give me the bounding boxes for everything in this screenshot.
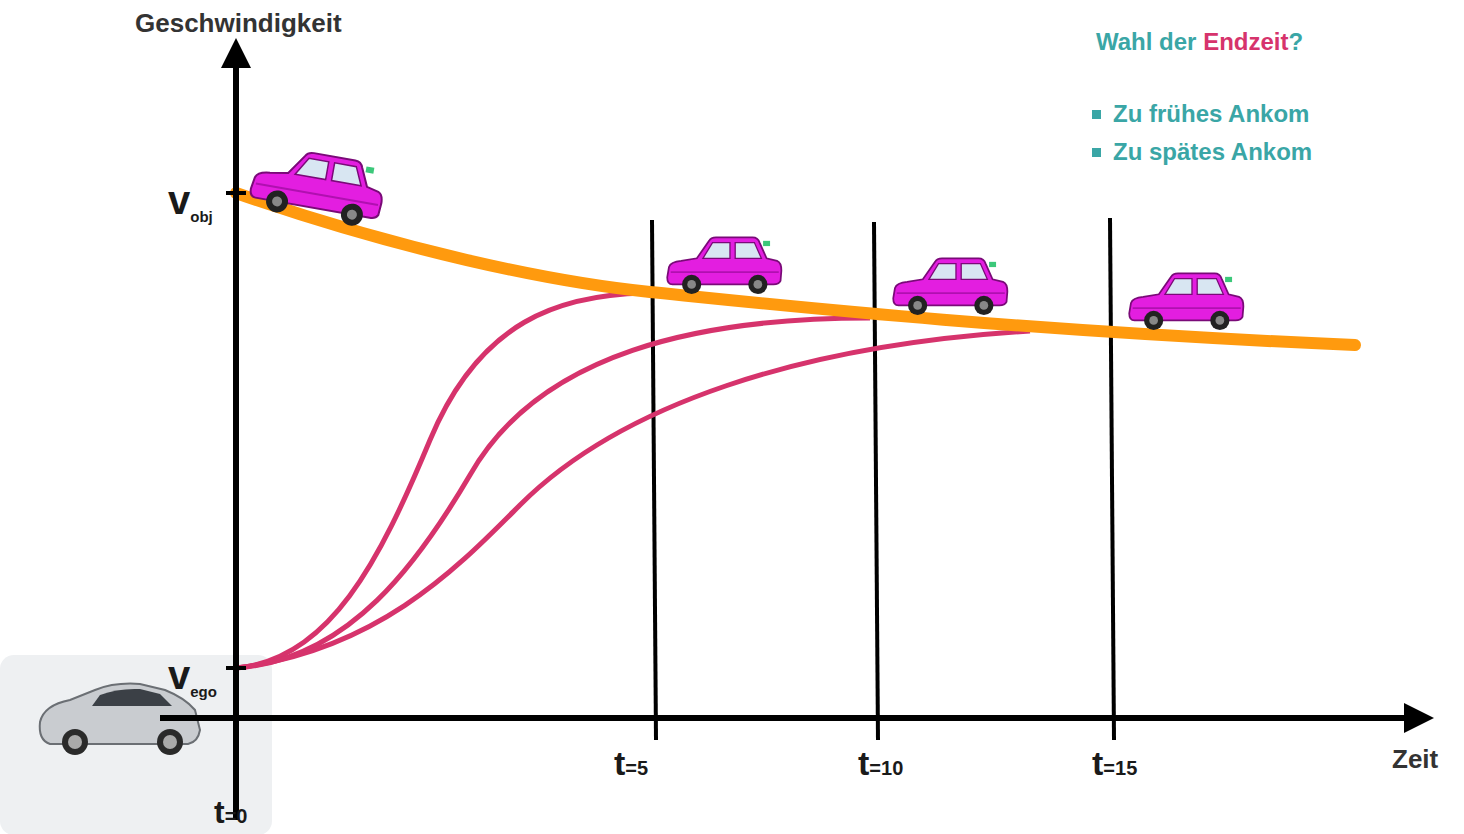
object-car [1129, 273, 1243, 330]
ego-car-background [0, 655, 272, 834]
bullet [1092, 148, 1101, 157]
bullet-text: Zu spätes Ankom [1113, 140, 1312, 164]
object-car [248, 143, 388, 230]
speed-tick-label-main: v [168, 178, 190, 222]
time-tick-label: t=5 [614, 746, 648, 780]
time-tick-label-main: t [214, 794, 225, 830]
object-speed-curve [236, 193, 1355, 345]
axis-title: Zeit [1392, 746, 1438, 772]
question-heading: Wahl der Endzeit? [1096, 30, 1303, 54]
time-tick-label-main: t [858, 744, 869, 782]
time-tick-label: t=0 [214, 796, 247, 828]
time-tick-label-suffix: =15 [1103, 757, 1137, 779]
axes [160, 62, 1410, 820]
object-car [893, 258, 1007, 315]
time-tick-label-main: t [614, 744, 625, 782]
speed-tick-label: vobj [168, 180, 213, 224]
heading-text: ? [1288, 28, 1303, 55]
speed-tick-label-suffix: ego [190, 683, 217, 700]
time-tick-label-suffix: =5 [625, 757, 648, 779]
axis-title: Geschwindigkeit [135, 10, 342, 36]
speed-tick-label-suffix: obj [190, 208, 213, 225]
time-tick-label-suffix: =0 [225, 805, 248, 827]
object-car [667, 237, 781, 294]
speed-tick-label: vego [168, 655, 217, 699]
time-tick-label: t=15 [1092, 746, 1137, 780]
heading-highlight: Endzeit [1203, 28, 1288, 55]
time-tick-label-main: t [1092, 744, 1103, 782]
bullet [1092, 110, 1101, 119]
speed-tick-label-main: v [168, 653, 190, 697]
time-tick-label: t=10 [858, 746, 903, 780]
time-tick-label-suffix: =10 [869, 757, 903, 779]
ego-speed-trajectories [236, 293, 1030, 668]
bullet-text: Zu frühes Ankom [1113, 102, 1309, 126]
heading-text: Wahl der [1096, 28, 1203, 55]
